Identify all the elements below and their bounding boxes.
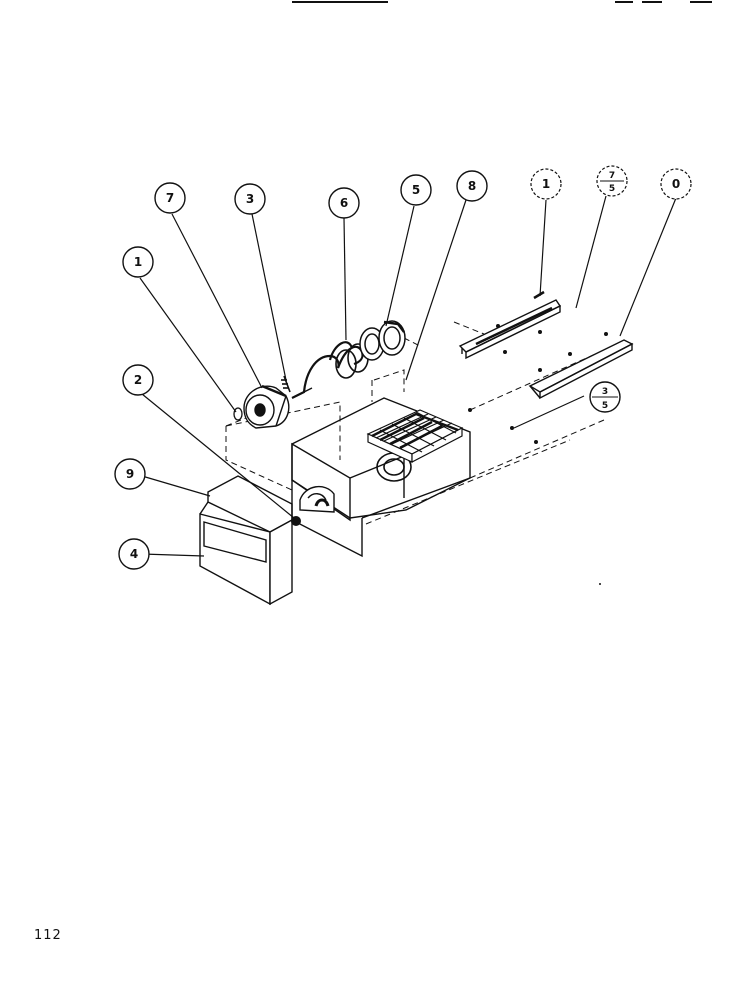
callout-6-label: 6: [340, 196, 348, 210]
crusher-blade-assembly: [366, 409, 464, 463]
bearing-rings: [359, 320, 406, 361]
washer: [233, 407, 243, 421]
callout-9: 9: [114, 458, 146, 490]
callout-10-label: 0: [672, 177, 680, 191]
callout-5: 5: [400, 174, 432, 206]
auger-spring: [291, 341, 369, 399]
callout-8-label: 8: [468, 179, 476, 193]
support-rail-upper: [458, 290, 562, 360]
leader-lines: [139, 195, 677, 557]
callout-5-label: 5: [412, 183, 420, 197]
front-door-panel: [199, 475, 293, 606]
callout-7-5: 7 5: [596, 165, 628, 197]
callout-4-label: 4: [130, 547, 138, 561]
callout-3-5: 3 5: [589, 381, 621, 413]
callout-1: 1: [122, 246, 154, 278]
callout-7: 7: [154, 182, 186, 214]
callout-7-label: 7: [166, 191, 174, 205]
support-rail-lower: [528, 339, 634, 400]
callout-10: 0: [660, 168, 692, 200]
assembly-guide-lines: [225, 321, 605, 525]
rail-screws: [468, 324, 608, 585]
callout-9-label: 9: [126, 467, 134, 481]
callout-2: 2: [122, 364, 154, 396]
callout-1-rail-label: 1: [542, 177, 550, 191]
callout-1-rail: 1: [530, 168, 562, 200]
callout-3: 3: [234, 183, 266, 215]
callout-6: 6: [328, 187, 360, 219]
callout-7-5-top: 7: [609, 171, 615, 181]
page-number: 112: [34, 928, 62, 943]
callout-3-5-bottom: 5: [602, 401, 608, 411]
callout-2-label: 2: [134, 373, 142, 387]
callout-3-label: 3: [246, 192, 254, 206]
callout-4: 4: [118, 538, 150, 570]
callout-8: 8: [456, 170, 488, 202]
callout-1-label: 1: [134, 255, 142, 269]
callout-7-5-bottom: 5: [609, 184, 615, 194]
drive-housing: [243, 384, 290, 429]
callout-3-5-top: 3: [602, 387, 608, 397]
